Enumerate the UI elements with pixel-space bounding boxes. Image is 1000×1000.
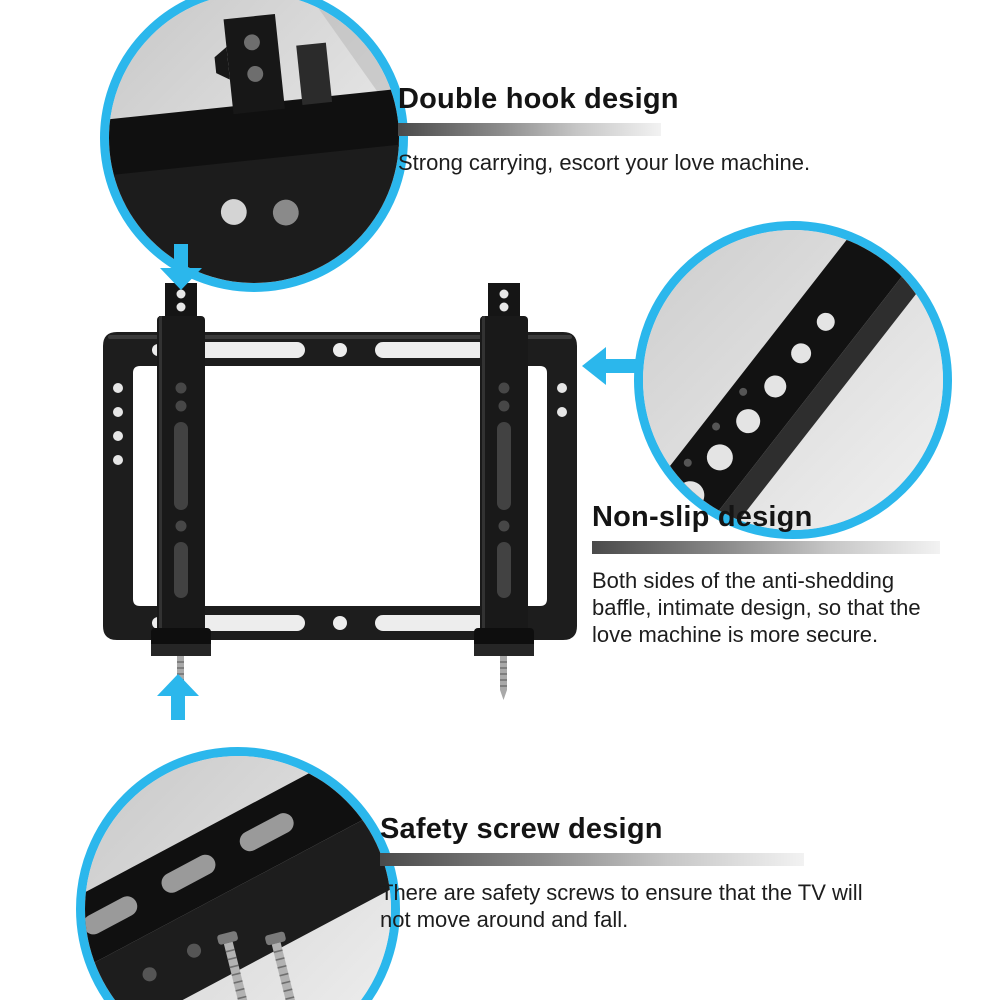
- tv-mount-bracket-photo: [98, 276, 582, 706]
- feature-safety-screw: Safety screw design There are safety scr…: [380, 813, 900, 933]
- feature-title: Safety screw design: [380, 813, 663, 845]
- feature-divider: [380, 852, 804, 866]
- feature-description: Both sides of the anti-shedding baffle, …: [592, 567, 921, 648]
- arrow-up-icon: [157, 674, 199, 720]
- callout-non-slip-photo: [634, 221, 952, 539]
- feature-description: Strong carrying, escort your love machin…: [398, 149, 811, 175]
- callout-safety-screw-photo: [76, 747, 400, 1000]
- feature-divider: [398, 122, 661, 136]
- feature-double-hook: Double hook design Strong carrying, esco…: [398, 83, 873, 176]
- feature-title: Non-slip design: [592, 501, 813, 533]
- safety-screw-closeup-image: [85, 756, 391, 1000]
- callout-double-hook-photo: [100, 0, 408, 292]
- arrow-left-icon: [582, 347, 640, 385]
- feature-non-slip: Non-slip design Both sides of the anti-s…: [592, 501, 952, 649]
- arrow-down-icon: [160, 244, 202, 290]
- feature-description: There are safety screws to ensure that t…: [380, 879, 863, 933]
- feature-divider: [592, 540, 940, 554]
- double-hook-closeup-image: [109, 0, 399, 283]
- non-slip-closeup-image: [643, 230, 943, 530]
- feature-title: Double hook design: [398, 83, 679, 115]
